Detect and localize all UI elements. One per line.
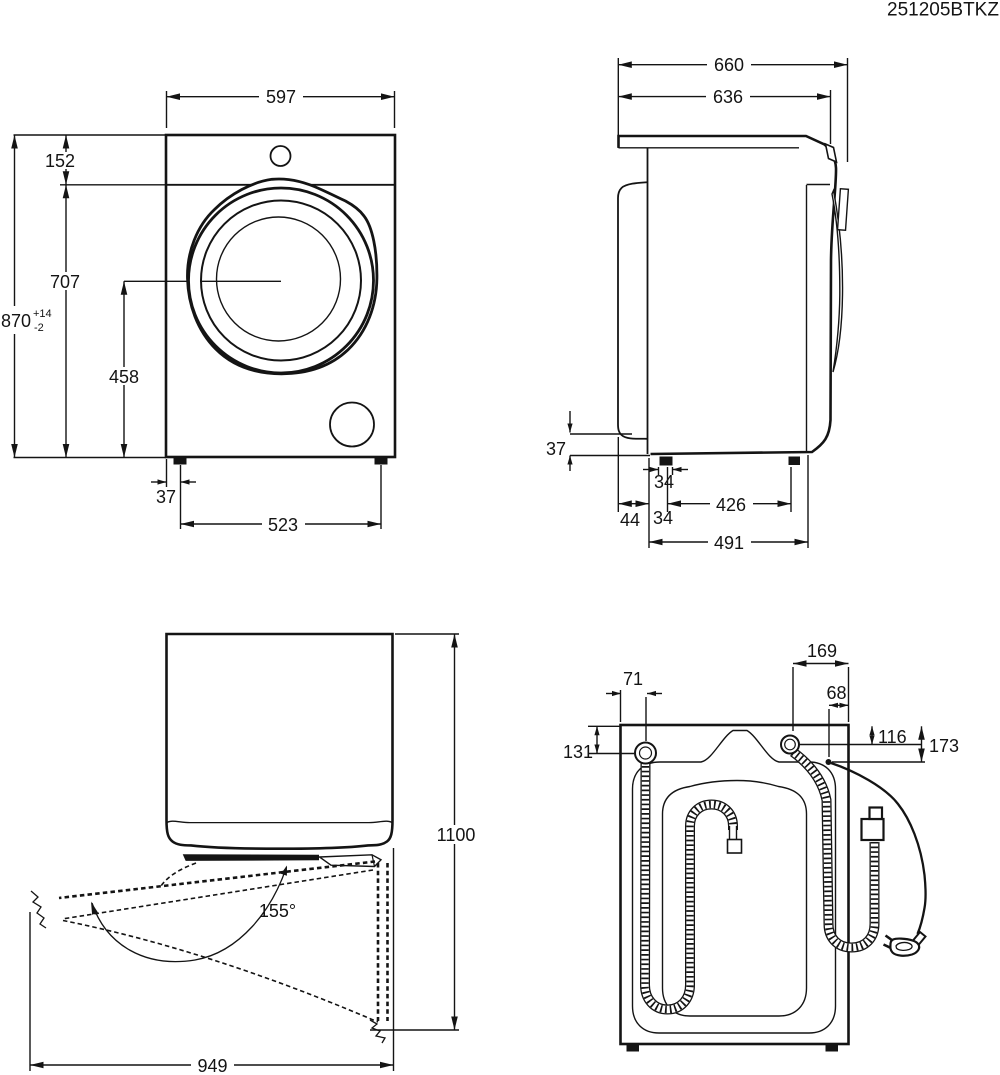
svg-text:458: 458 [109,367,139,387]
svg-text:870: 870 [1,311,31,331]
svg-text:523: 523 [268,515,298,535]
svg-text:491: 491 [714,533,744,553]
svg-text:-2: -2 [34,322,44,334]
svg-text:37: 37 [546,439,566,459]
svg-text:34: 34 [653,508,673,528]
svg-text:1100: 1100 [437,825,476,845]
svg-text:34: 34 [654,472,674,492]
svg-text:68: 68 [826,683,846,703]
svg-text:426: 426 [716,495,746,515]
svg-text:169: 169 [807,641,837,661]
svg-text:152: 152 [45,151,75,171]
svg-text:71: 71 [623,669,643,689]
svg-text:155°: 155° [259,901,296,921]
svg-text:251205BTKZ: 251205BTKZ [887,0,999,21]
svg-text:37: 37 [156,487,176,507]
svg-text:949: 949 [197,1056,227,1075]
svg-text:+14: +14 [33,308,52,320]
svg-text:116: 116 [878,727,907,747]
svg-text:707: 707 [50,272,80,292]
svg-text:173: 173 [929,736,959,756]
svg-text:44: 44 [620,510,640,530]
svg-text:636: 636 [713,87,743,107]
svg-text:660: 660 [714,55,744,75]
svg-text:131: 131 [563,742,593,762]
svg-text:597: 597 [266,87,296,107]
